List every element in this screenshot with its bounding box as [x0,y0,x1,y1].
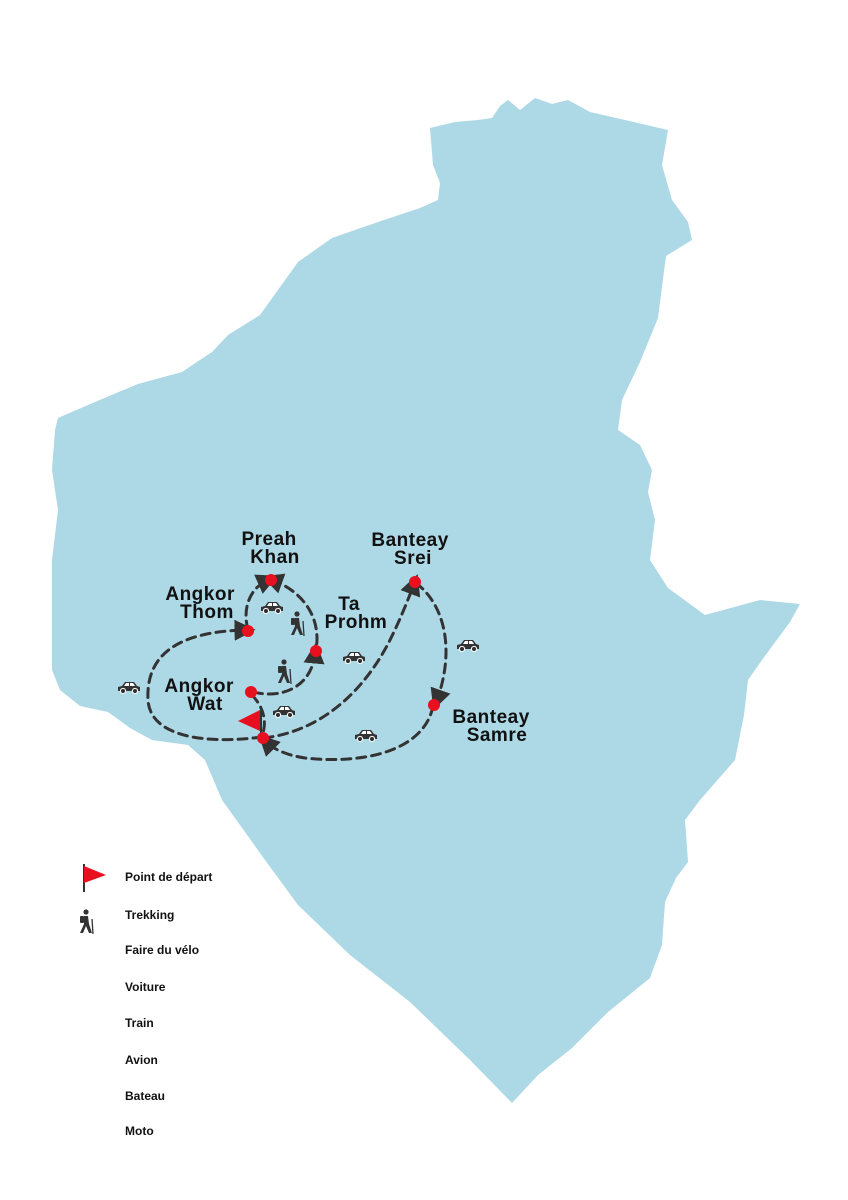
legend-item-car: Voiture [70,980,330,1010]
legend-label: Faire du vélo [125,943,200,957]
route-start-to-angkor-thom [146,619,264,742]
plane-icon [70,1053,110,1083]
legend-item-plane: Avion [70,1053,330,1083]
legend-item-bicycle: Faire du vélo [70,943,330,973]
route-banteay-samre-to-start [258,704,435,762]
label-angkor-wat: Angkor Wat [164,676,239,715]
marker-angkor-wat[interactable] [245,686,257,698]
label-banteay-srei: Banteay Srei [371,530,454,569]
label-preah-khan: Preah Khan [241,529,302,568]
region-shape [52,98,800,1103]
route-lines [146,573,451,762]
legend-item-start-point: Point de départ [70,862,330,892]
legend-item-trekking: Trekking [70,908,330,938]
route-preah-khan-to-ta-prohm [262,573,319,652]
label-angkor-thom: Angkor Thom [165,584,240,623]
place-labels: Preah Khan Banteay Srei Angkor Thom Ta P… [164,529,535,746]
marker-banteay-srei[interactable] [409,576,421,588]
route-ta-prohm-to-angkor-wat [256,642,325,696]
marker-angkor-thom[interactable] [242,625,254,637]
route-start-to-banteay-srei [262,574,421,740]
legend-label: Train [125,1016,154,1030]
motorbike-icon [70,1124,110,1154]
legend-label: Point de départ [125,870,213,884]
route-banteay-srei-to-banteay-samre [414,581,451,710]
legend-label: Trekking [125,908,175,922]
legend-label: Avion [125,1053,158,1067]
route-angkor-wat-to-start [250,693,266,738]
legend-item-motorbike: Moto [70,1124,330,1154]
marker-banteay-samre[interactable] [428,699,440,711]
stop-markers [242,574,440,744]
legend-label: Bateau [125,1089,166,1103]
flag-icon [83,864,106,892]
legend-item-train: Train [70,1016,330,1046]
legend-label: Moto [125,1124,154,1138]
legend-label: Voiture [125,980,166,994]
car-icon [70,980,110,1010]
bicycle-icon [70,943,110,973]
marker-start[interactable] [257,732,269,744]
marker-ta-prohm[interactable] [310,645,322,657]
label-ta-prohm: Ta Prohm [325,594,388,633]
train-icon [70,1016,110,1046]
marker-preah-khan[interactable] [265,574,277,586]
label-banteay-samre: Banteay Samre [452,707,535,746]
hiker-icon [79,908,94,935]
legend-item-boat: Bateau [70,1089,330,1119]
boat-icon [70,1089,110,1119]
